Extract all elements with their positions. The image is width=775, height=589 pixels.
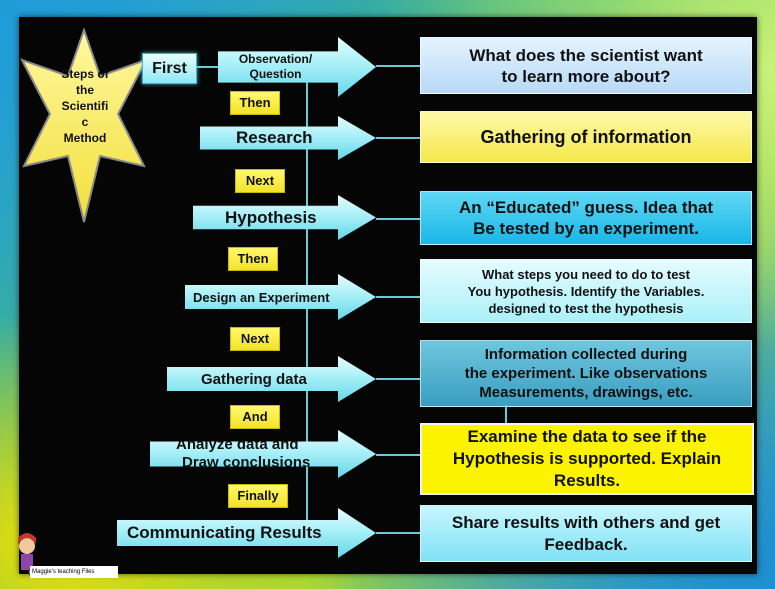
desc-line: the experiment. Like observations (464, 365, 708, 382)
step-desc-communicating: Share results with others and get Feedba… (420, 505, 752, 562)
desc-link (505, 405, 507, 423)
desc-line: Examine the data to see if the (467, 427, 707, 446)
connector-tag: Finally (228, 484, 288, 508)
connector-tag: Then (228, 247, 278, 271)
star-line: Scientifi (61, 99, 109, 113)
connector-tag: Then (230, 91, 280, 115)
step-label: Hypothesis (225, 207, 317, 227)
desc-line: An “Educated” guess. Idea that (458, 198, 714, 217)
step-desc-design: What steps you need to do to test You hy… (420, 259, 752, 323)
footer-credit: Maggie's teaching Files (30, 566, 118, 578)
desc-line: Be tested by an experiment. (473, 219, 699, 238)
desc-line: Information collected during (484, 346, 688, 363)
desc-connector (376, 296, 420, 298)
desc-line: Hypothesis is supported. Explain (452, 449, 722, 468)
desc-line: Share results with others and get (451, 512, 721, 532)
step-label: Question (249, 67, 302, 81)
step-label: Research (236, 128, 313, 147)
first-label: First (142, 53, 197, 84)
step-desc-research: Gathering of information (420, 111, 752, 163)
step-desc-analyze: Examine the data to see if the Hypothesi… (420, 423, 754, 495)
star-title: Steps of the Scientifi c Method (42, 66, 128, 146)
star-line: c (81, 115, 89, 129)
step-desc-gathering: Information collected during the experim… (420, 340, 752, 407)
star-line: Steps of (61, 67, 109, 81)
desc-line: Gathering of information (480, 126, 692, 147)
desc-connector (376, 137, 420, 139)
desc-line: What does the scientist want (469, 45, 703, 65)
star-line: the (76, 83, 94, 97)
desc-connector (376, 454, 420, 456)
connector-tag: Next (235, 169, 285, 193)
connector-tag: Next (230, 327, 280, 351)
step-label: Observation/ (238, 52, 313, 66)
step-label: Gathering data (201, 370, 307, 388)
step-desc-hypothesis: An “Educated” guess. Idea that Be tested… (420, 191, 752, 245)
desc-line: to learn more about? (501, 66, 671, 86)
desc-line: You hypothesis. Identify the Variables. (467, 283, 705, 299)
desc-line: What steps you need to do to test (481, 266, 690, 282)
first-connector (196, 66, 222, 68)
desc-line: Feedback. (544, 534, 628, 554)
desc-connector (376, 65, 420, 67)
desc-connector (376, 532, 420, 534)
step-label: Design an Experiment (193, 289, 330, 305)
step-label: Communicating Results (127, 523, 322, 542)
desc-line: Results. (553, 471, 621, 490)
connector-tag: And (230, 405, 280, 429)
desc-connector (376, 378, 420, 380)
desc-line: Measurements, drawings, etc. (479, 384, 693, 401)
desc-connector (376, 218, 420, 220)
star-line: Method (63, 131, 107, 145)
step-desc-observation: What does the scientist want to learn mo… (420, 37, 752, 94)
desc-line: designed to test the hypothesis (488, 300, 684, 316)
